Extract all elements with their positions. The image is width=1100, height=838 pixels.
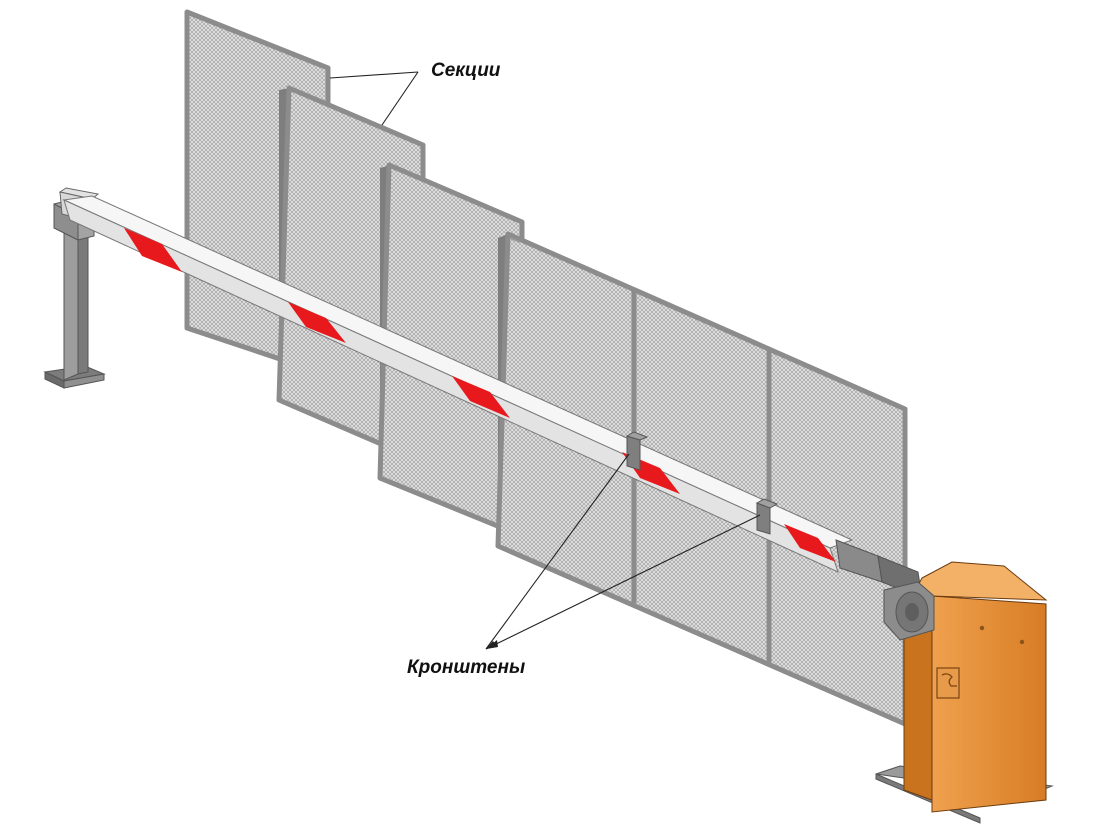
bracket-2	[755, 498, 779, 535]
reflector-stripe	[784, 524, 836, 562]
drive-housing	[875, 561, 1054, 824]
reflector-stripe	[124, 228, 182, 272]
reflector-stripe	[452, 376, 510, 418]
callout-label-sections: Секции	[431, 60, 501, 81]
support-post	[43, 199, 106, 389]
callout-leader-brackets	[485, 453, 761, 650]
reflector-stripe	[288, 302, 346, 343]
boom-arm	[58, 187, 923, 599]
callout-label-brackets: Кронштены	[407, 657, 526, 678]
mesh-section-3	[377, 162, 525, 539]
callout-leader-sections	[329, 71, 419, 126]
